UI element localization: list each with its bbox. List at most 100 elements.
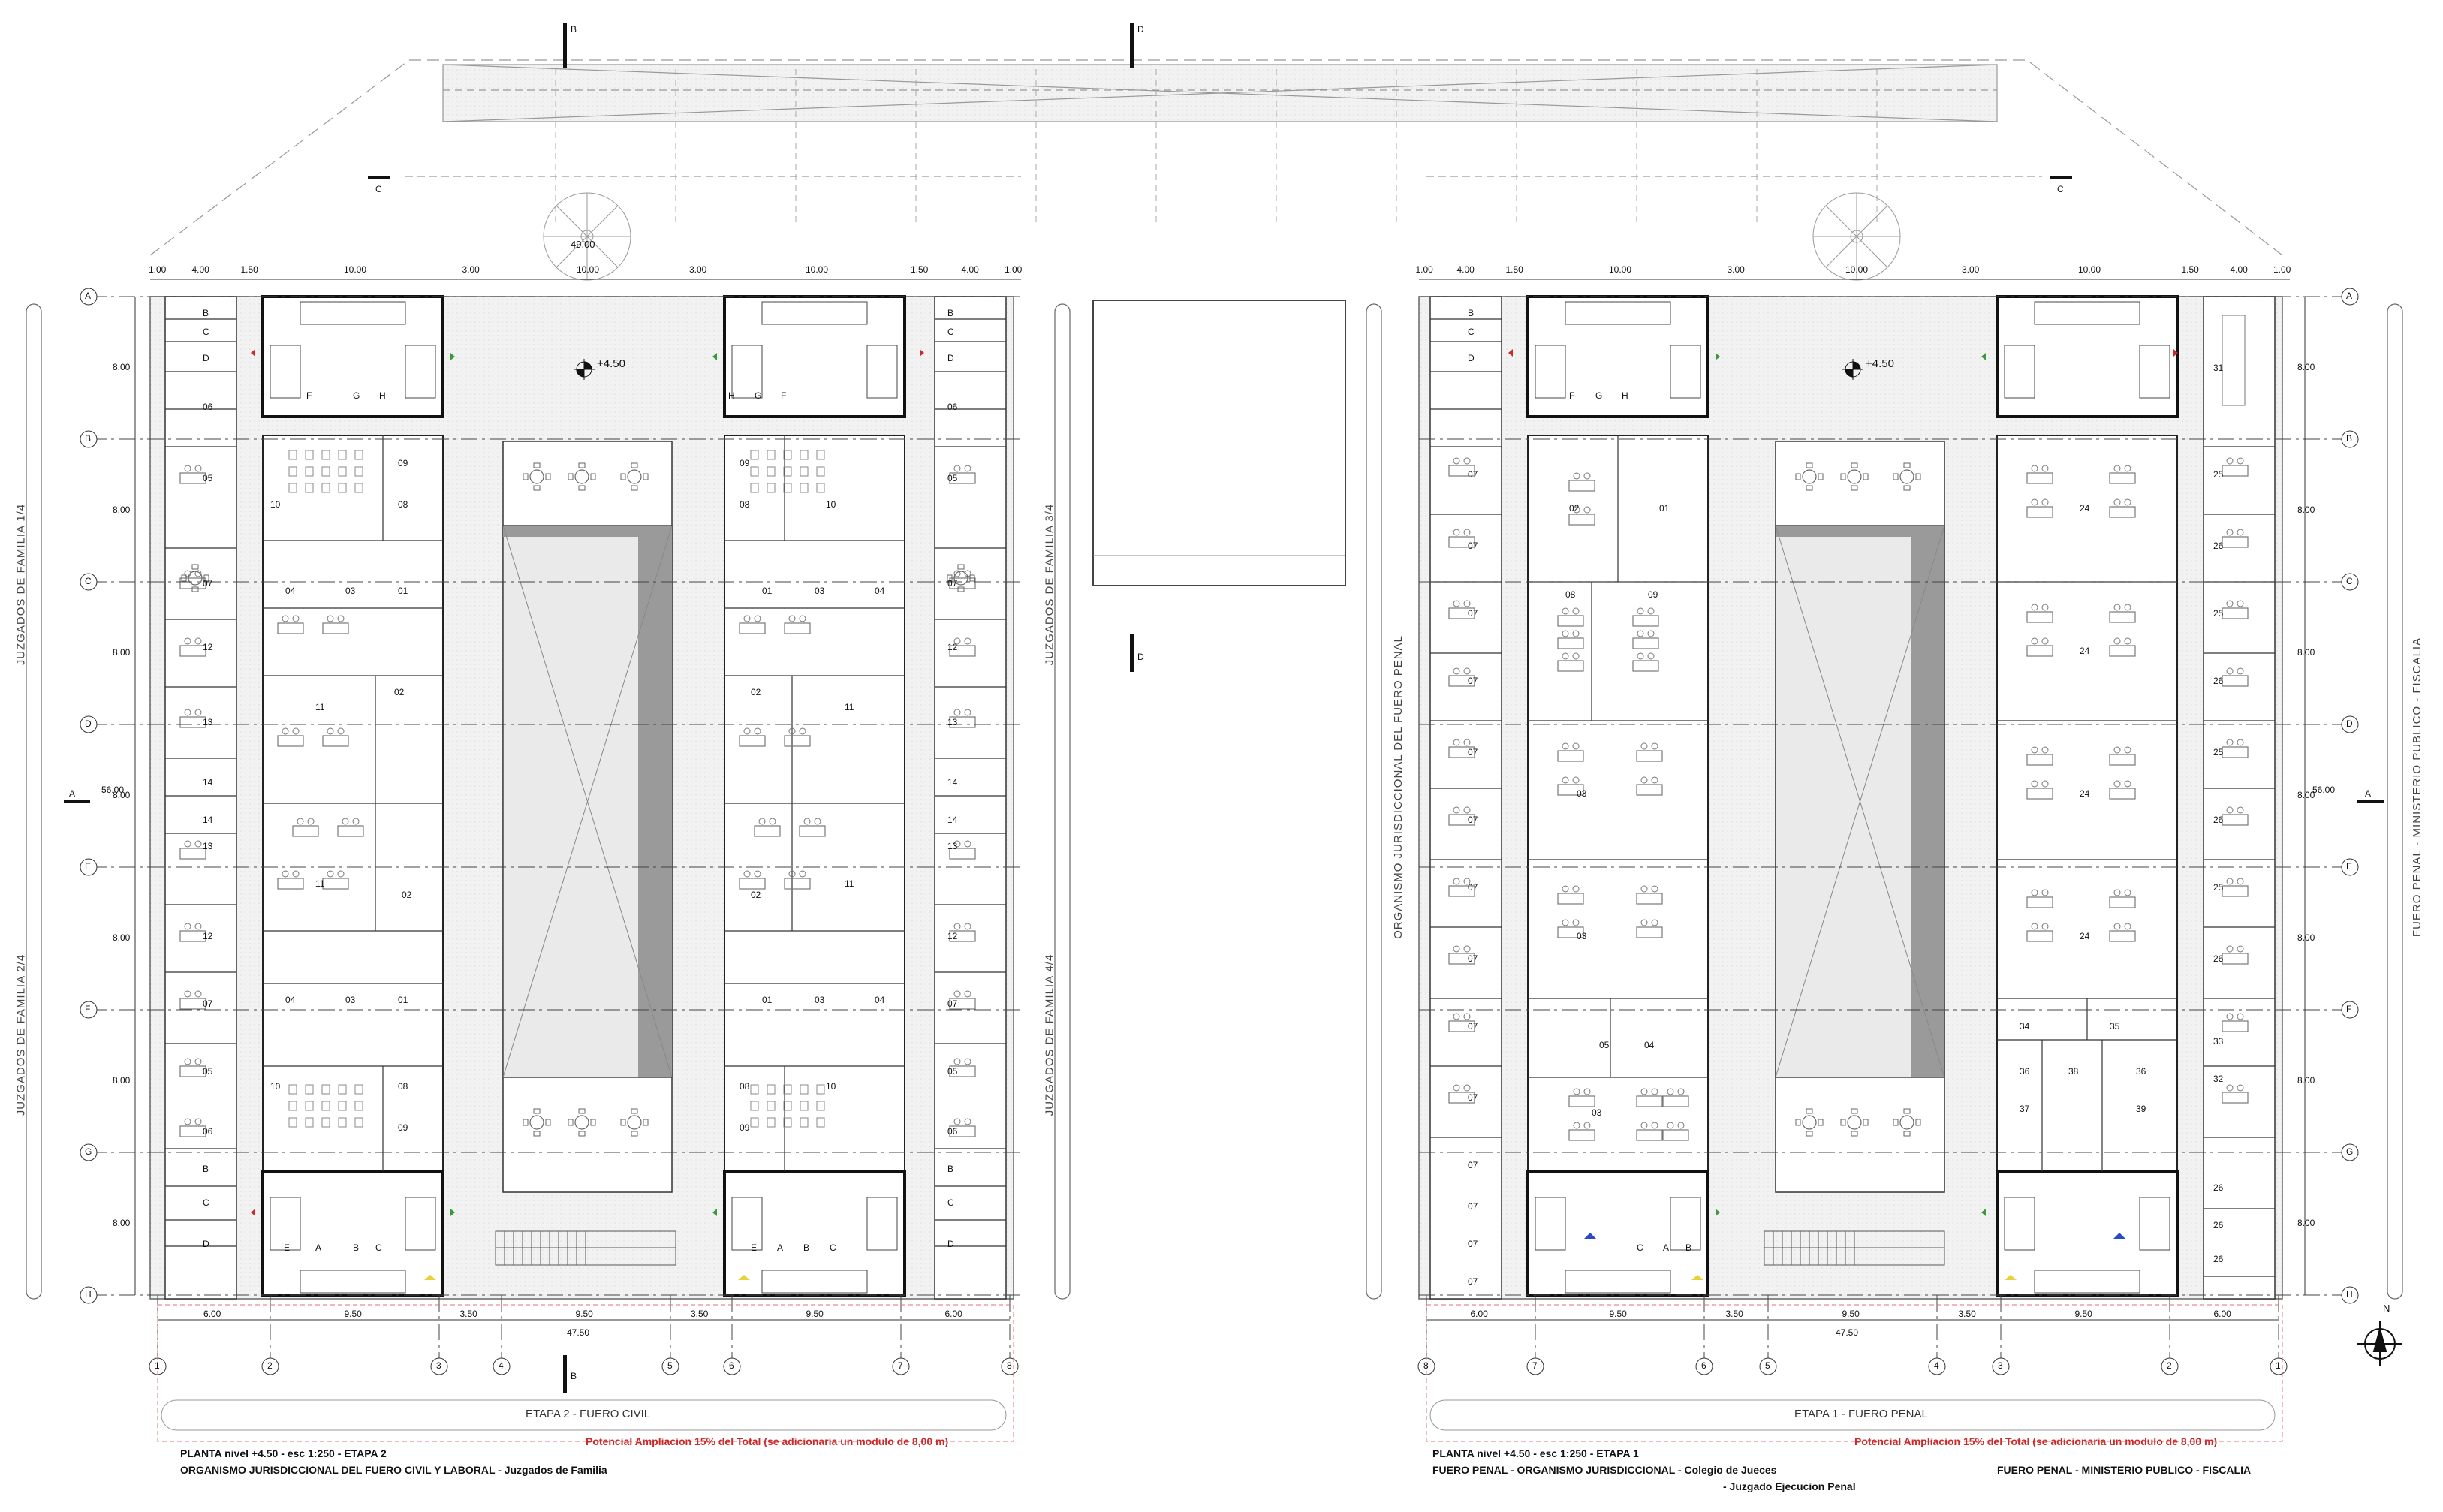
bottom-dimension: 6.00 bbox=[203, 1309, 221, 1319]
overall-dimension: 49.00 bbox=[571, 239, 595, 250]
section-mark: B bbox=[571, 24, 577, 35]
room-number: 07 bbox=[1468, 747, 1478, 758]
grid-row-label: A bbox=[85, 291, 92, 301]
room-number: 24 bbox=[2080, 646, 2090, 656]
north-label: N bbox=[2383, 1303, 2390, 1314]
grid-row-label: D bbox=[2346, 718, 2353, 729]
room-number: 07 bbox=[1468, 608, 1478, 619]
top-dimension: 10.00 bbox=[2078, 264, 2101, 275]
room-number: 08 bbox=[740, 1081, 750, 1092]
room-number: D bbox=[947, 1239, 954, 1249]
grid-row-bubble bbox=[2341, 430, 2359, 448]
room-number: 02 bbox=[1569, 503, 1580, 514]
top-dimension: 4.00 bbox=[191, 264, 209, 275]
room-number: 07 bbox=[1468, 815, 1478, 825]
row-dimension: 8.00 bbox=[113, 647, 131, 658]
section-mark: D bbox=[1137, 652, 1144, 662]
row-dimension: 8.00 bbox=[113, 505, 131, 515]
room-number: A bbox=[777, 1242, 784, 1253]
bottom-dimension: 9.50 bbox=[344, 1309, 362, 1319]
bottom-dimension: 6.00 bbox=[1470, 1309, 1488, 1319]
room-number: 14 bbox=[203, 815, 213, 825]
wing-label-family-1: JUZGADOS DE FAMILIA 1/4 bbox=[14, 503, 28, 666]
caption-right-2: FUERO PENAL - ORGANISMO JURISDICCIONAL -… bbox=[1432, 1464, 1777, 1476]
room-number: 03 bbox=[345, 995, 356, 1005]
grid-col-bubble bbox=[661, 1357, 679, 1375]
top-dimension: 3.00 bbox=[689, 264, 707, 275]
room-number: 25 bbox=[2213, 469, 2224, 480]
room-number: 26 bbox=[2213, 676, 2224, 686]
level-mark-left: +4.50 bbox=[597, 357, 625, 370]
room-number: 07 bbox=[203, 578, 213, 589]
room-number: C bbox=[1637, 1242, 1643, 1253]
row-dimension: 8.00 bbox=[113, 1218, 131, 1228]
top-dimension: 1.50 bbox=[240, 264, 258, 275]
grid-col-label: 3 bbox=[1998, 1360, 2003, 1371]
row-dimension: 8.00 bbox=[2297, 1218, 2315, 1228]
canopy bbox=[149, 59, 2283, 256]
room-number: F bbox=[1569, 390, 1575, 401]
right-wing bbox=[1418, 295, 2283, 1300]
bottom-dimension: 9.50 bbox=[2074, 1309, 2092, 1319]
row-dimension: 8.00 bbox=[2297, 647, 2315, 658]
room-number: 09 bbox=[398, 458, 408, 468]
room-number: 08 bbox=[398, 499, 408, 510]
room-number: 07 bbox=[947, 578, 958, 589]
room-number: 08 bbox=[398, 1081, 408, 1092]
grid-lines bbox=[80, 288, 2359, 1375]
grid-col-bubble bbox=[1928, 1357, 1946, 1375]
room-number: 08 bbox=[740, 499, 750, 510]
room-number: 03 bbox=[815, 586, 825, 596]
room-number: C bbox=[947, 327, 954, 337]
grid-row-label: B bbox=[85, 433, 92, 444]
grid-col-label: 8 bbox=[1007, 1360, 1012, 1371]
grid-row-label: E bbox=[2346, 861, 2353, 872]
room-number: 25 bbox=[2213, 882, 2224, 893]
caption-left-2: ORGANISMO JURISDICCIONAL DEL FUERO CIVIL… bbox=[180, 1464, 607, 1476]
section-mark: A bbox=[69, 788, 76, 799]
room-number: 08 bbox=[1565, 589, 1576, 600]
room-number: 32 bbox=[2213, 1074, 2224, 1084]
room-number: 07 bbox=[1468, 1201, 1478, 1212]
row-dimension: 8.00 bbox=[113, 790, 131, 800]
room-number: 06 bbox=[947, 1126, 958, 1137]
room-number: 03 bbox=[1592, 1107, 1602, 1118]
room-number: 07 bbox=[1468, 1021, 1478, 1032]
caption-left-1: PLANTA nivel +4.50 - esc 1:250 - ETAPA 2 bbox=[180, 1447, 387, 1459]
room-number: E bbox=[751, 1242, 758, 1253]
grid-col-bubble bbox=[1992, 1357, 2010, 1375]
room-number: B bbox=[203, 1164, 209, 1174]
top-dimension: 4.00 bbox=[1456, 264, 1475, 275]
total-height: 56.00 bbox=[101, 785, 125, 795]
top-dimension: 1.50 bbox=[2181, 264, 2199, 275]
room-number: 07 bbox=[1468, 1276, 1478, 1287]
top-dimension: 4.00 bbox=[2230, 264, 2248, 275]
grid-col-bubble bbox=[2161, 1357, 2179, 1375]
grid-col-bubble bbox=[261, 1357, 279, 1375]
stage-band-left bbox=[161, 1399, 1007, 1431]
room-number: F bbox=[781, 390, 787, 401]
room-number: C bbox=[947, 1197, 954, 1208]
room-number: 05 bbox=[1599, 1040, 1610, 1050]
dimension-lines bbox=[134, 279, 2306, 1321]
stage-band-right bbox=[1429, 1399, 2276, 1431]
bottom-dimension: 3.50 bbox=[1958, 1309, 1976, 1319]
room-number: 11 bbox=[845, 702, 854, 712]
room-number: 11 bbox=[315, 702, 325, 712]
room-number: G bbox=[1595, 390, 1603, 401]
room-number: 35 bbox=[2110, 1021, 2120, 1032]
spiral-stair-right bbox=[1812, 192, 1901, 281]
grid-row-bubble bbox=[2341, 858, 2359, 876]
grid-col-label: 4 bbox=[1934, 1360, 1939, 1371]
bottom-dimension: 6.00 bbox=[2213, 1309, 2231, 1319]
room-number: 09 bbox=[740, 1122, 750, 1133]
room-number: 04 bbox=[875, 586, 885, 596]
room-number: 04 bbox=[285, 586, 296, 596]
room-number: 02 bbox=[751, 687, 761, 697]
room-number: 03 bbox=[345, 586, 356, 596]
room-number: 13 bbox=[947, 841, 958, 851]
bottom-total: 47.50 bbox=[567, 1327, 590, 1338]
top-dimension: 10.00 bbox=[806, 264, 829, 275]
top-dimension: 4.00 bbox=[961, 264, 979, 275]
